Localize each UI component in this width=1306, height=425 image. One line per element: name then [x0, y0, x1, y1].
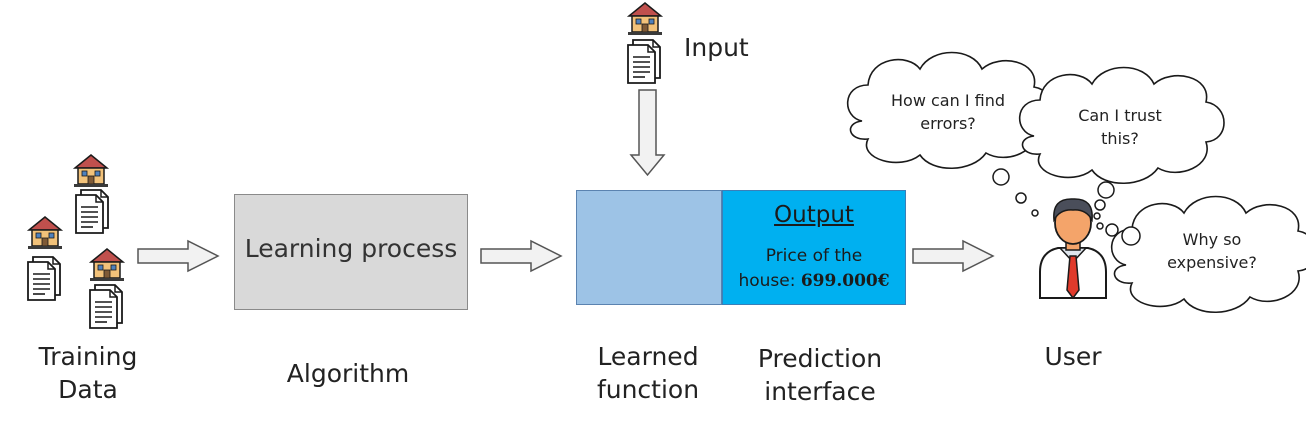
learning-process-box: Learning process [234, 194, 468, 310]
thought-errors-line2: errors? [920, 114, 976, 133]
learned-label-line2: function [596, 375, 700, 404]
user-label: User [1044, 342, 1102, 371]
thought-text-expensive: Why so expensive? [1142, 228, 1282, 274]
arrow-algorithm-to-function [480, 240, 562, 272]
prediction-interface-label: Prediction interface [740, 342, 900, 408]
learned-label-line1: Learned [597, 342, 699, 371]
arrow-input-to-function [629, 89, 666, 177]
learned-function-box [576, 190, 722, 305]
thought-trust-line1: Can I trust [1078, 106, 1162, 125]
arrow-output-to-user [912, 240, 994, 272]
output-price-line2: house: 699.000€ [723, 271, 905, 291]
output-price-prefix: house: [738, 271, 801, 291]
training-data-icon [27, 154, 125, 328]
arrow-training-to-algorithm [137, 240, 219, 272]
input-icon [627, 2, 663, 83]
output-price-line1: Price of the [765, 246, 863, 266]
thought-text-errors: How can I find errors? [868, 89, 1028, 135]
training-data-label: Training Data [18, 340, 158, 406]
output-price-value: 699.000€ [800, 271, 890, 291]
prediction-label-line1: Prediction [757, 344, 883, 373]
prediction-label-line2: interface [764, 377, 876, 406]
learning-process-label: Learning process [244, 234, 458, 263]
learned-function-label: Learned function [578, 340, 718, 406]
prediction-output-box: Output Price of the house: 699.000€ [722, 190, 906, 305]
training-label-line2: Data [58, 375, 118, 404]
algorithm-label: Algorithm [286, 359, 410, 388]
output-title: Output [774, 202, 854, 228]
thought-errors-line1: How can I find [891, 91, 1005, 110]
training-label-line1: Training [38, 342, 138, 371]
thought-expensive-line2: expensive? [1167, 253, 1257, 272]
thought-bubbles [992, 168, 1141, 246]
thought-expensive-line1: Why so [1182, 230, 1242, 249]
thought-text-trust: Can I trust this? [1050, 104, 1190, 150]
input-label: Input [684, 33, 749, 62]
thought-trust-line2: this? [1101, 129, 1139, 148]
user-icon [1039, 198, 1107, 300]
